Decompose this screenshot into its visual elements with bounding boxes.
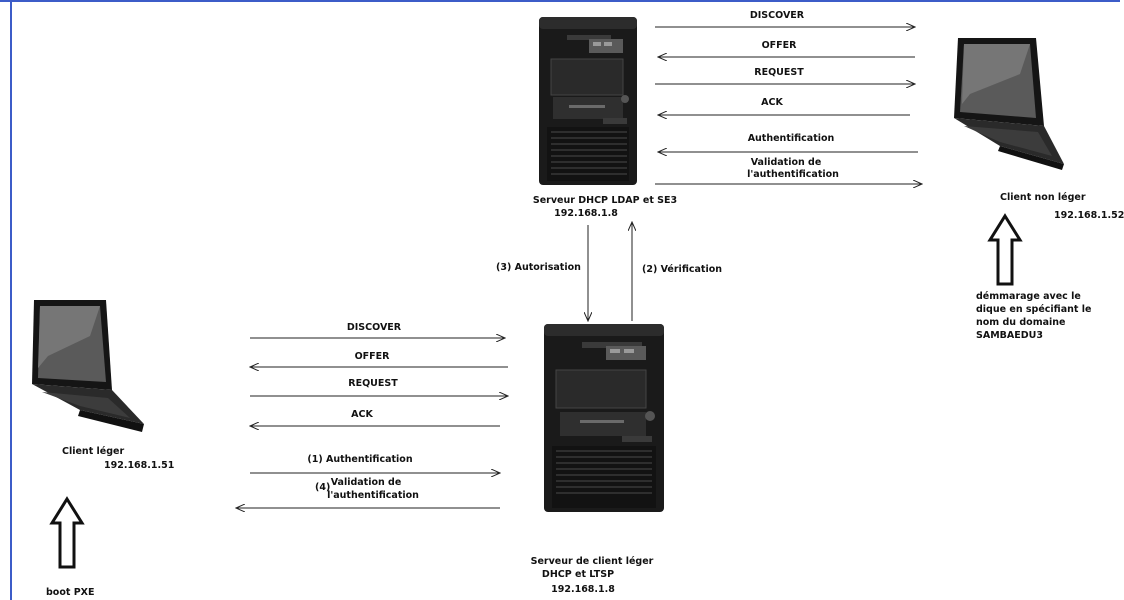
bottom-validation-line2: l'authentification xyxy=(327,490,419,501)
frame-left-border xyxy=(10,0,12,600)
client-full-laptop-icon xyxy=(954,38,1064,170)
bottom-request-label: REQUEST xyxy=(348,378,398,389)
bottom-offer-label: OFFER xyxy=(354,351,390,362)
bottom-auth-label: (1) Authentification xyxy=(307,454,413,465)
client-thin-boot-label: boot PXE xyxy=(46,587,95,598)
server-bottom-label-line2: DHCP et LTSP xyxy=(541,569,615,580)
server-bottom-tower-server-icon xyxy=(544,324,664,512)
server-top-tower-server-icon xyxy=(539,17,637,185)
bottom-validation-line1: Validation de xyxy=(330,477,402,488)
server-top-ip: 192.168.1.8 xyxy=(554,208,618,219)
client-full-label: Client non léger xyxy=(1000,192,1086,203)
top-offer-label: OFFER xyxy=(761,40,797,51)
server-top-label: Serveur DHCP LDAP et SE3 xyxy=(532,195,678,206)
server-bottom-ip: 192.168.1.8 xyxy=(551,584,615,595)
top-request-label: REQUEST xyxy=(754,67,804,78)
client-full-note: démmarage avec le dique en spécifiant le… xyxy=(976,291,1092,341)
top-ack-label: ACK xyxy=(761,97,783,108)
verification-label: (2) Vérification xyxy=(642,264,722,275)
top-auth-label: Authentification xyxy=(747,133,835,144)
bottom-validation-number: (4) xyxy=(315,482,331,493)
client-thin-laptop-icon xyxy=(32,300,144,432)
top-discover-label: DISCOVER xyxy=(749,10,805,21)
top-validation-line1: Validation de xyxy=(750,157,822,168)
client-thin-label: Client léger xyxy=(62,446,125,457)
bottom-ack-label: ACK xyxy=(351,409,373,420)
client-thin-ip: 192.168.1.51 xyxy=(104,460,175,471)
top-validation-line2: l'authentification xyxy=(747,169,839,180)
autorisation-label: (3) Autorisation xyxy=(496,262,581,273)
server-bottom-label-line1: Serveur de client léger xyxy=(530,556,654,567)
frame-top-border xyxy=(0,0,1120,2)
client-full-ip: 192.168.1.52 xyxy=(1054,210,1124,221)
bottom-discover-label: DISCOVER xyxy=(346,322,402,333)
client-thin-hollow-up-arrow-icon xyxy=(49,496,85,569)
client-full-hollow-up-arrow-icon xyxy=(987,213,1023,286)
